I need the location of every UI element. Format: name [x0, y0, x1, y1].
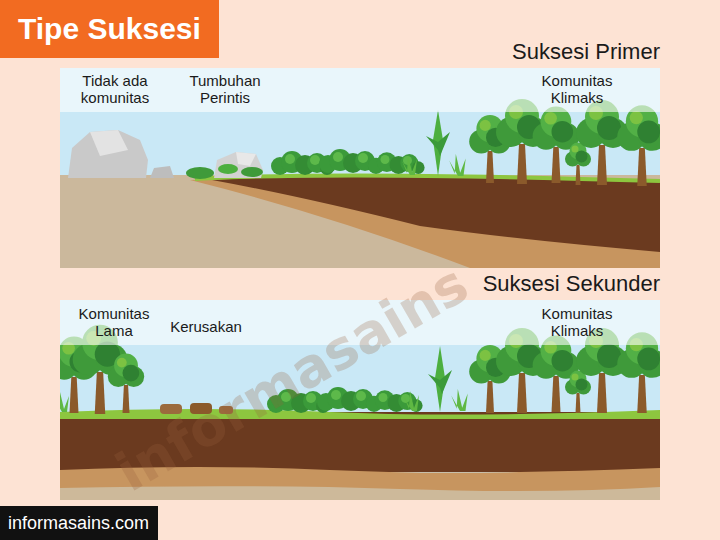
stage-label: Tidak ada komunitas: [69, 72, 161, 106]
tree: [108, 354, 144, 414]
tree-stump: [160, 404, 182, 414]
tall-plant: [426, 132, 450, 156]
stage-label: Komunitas Lama: [68, 305, 160, 339]
bush: [366, 390, 423, 412]
succession-panel: Suksesi Sekunder: [60, 270, 660, 500]
tree-stump: [190, 403, 212, 414]
moss: [218, 164, 238, 174]
bare-ground: [60, 486, 660, 500]
tall-plant: [428, 370, 452, 394]
grass-tuft: [60, 392, 69, 412]
site-name: informasains.com: [8, 512, 149, 534]
stage-label: Tumbuhan Perintis: [179, 72, 271, 106]
grass-tuft: [451, 389, 468, 411]
bare-ground: [60, 175, 660, 268]
title-text: Tipe Suksesi: [18, 11, 201, 47]
rock: [236, 152, 256, 166]
rock: [214, 152, 263, 178]
rock: [150, 166, 174, 178]
tree: [565, 371, 591, 414]
sky: [60, 300, 660, 500]
moss: [186, 167, 214, 179]
grass-tuft: [449, 154, 466, 176]
grass-tuft: [404, 391, 419, 411]
title-banner: Tipe Suksesi: [0, 0, 219, 58]
grass-line: [60, 409, 660, 419]
sky: [60, 68, 660, 268]
panel-heading: Suksesi Primer: [60, 38, 660, 66]
label-band: [60, 68, 660, 112]
stage-label: Komunitas Klimaks: [531, 72, 623, 106]
topsoil: [212, 177, 660, 252]
soil-layer: [60, 467, 660, 500]
tree: [617, 105, 660, 186]
watermark: informasains: [105, 252, 478, 504]
panel-heading: Suksesi Sekunder: [60, 270, 660, 298]
stage-label: Kerusakan: [160, 318, 252, 335]
topsoil: [60, 412, 660, 472]
grass-line: [195, 175, 660, 181]
rock: [90, 130, 128, 156]
tree-stump: [219, 406, 233, 414]
site-badge: informasains.com: [0, 506, 158, 540]
moss: [241, 167, 263, 177]
grass-tuft: [402, 155, 417, 175]
secondary-scene: [60, 300, 660, 500]
label-band: [60, 300, 660, 345]
primary-scene: [60, 68, 660, 268]
stage-label: Komunitas Klimaks: [531, 305, 623, 339]
tree: [565, 143, 591, 186]
rock: [68, 130, 148, 178]
